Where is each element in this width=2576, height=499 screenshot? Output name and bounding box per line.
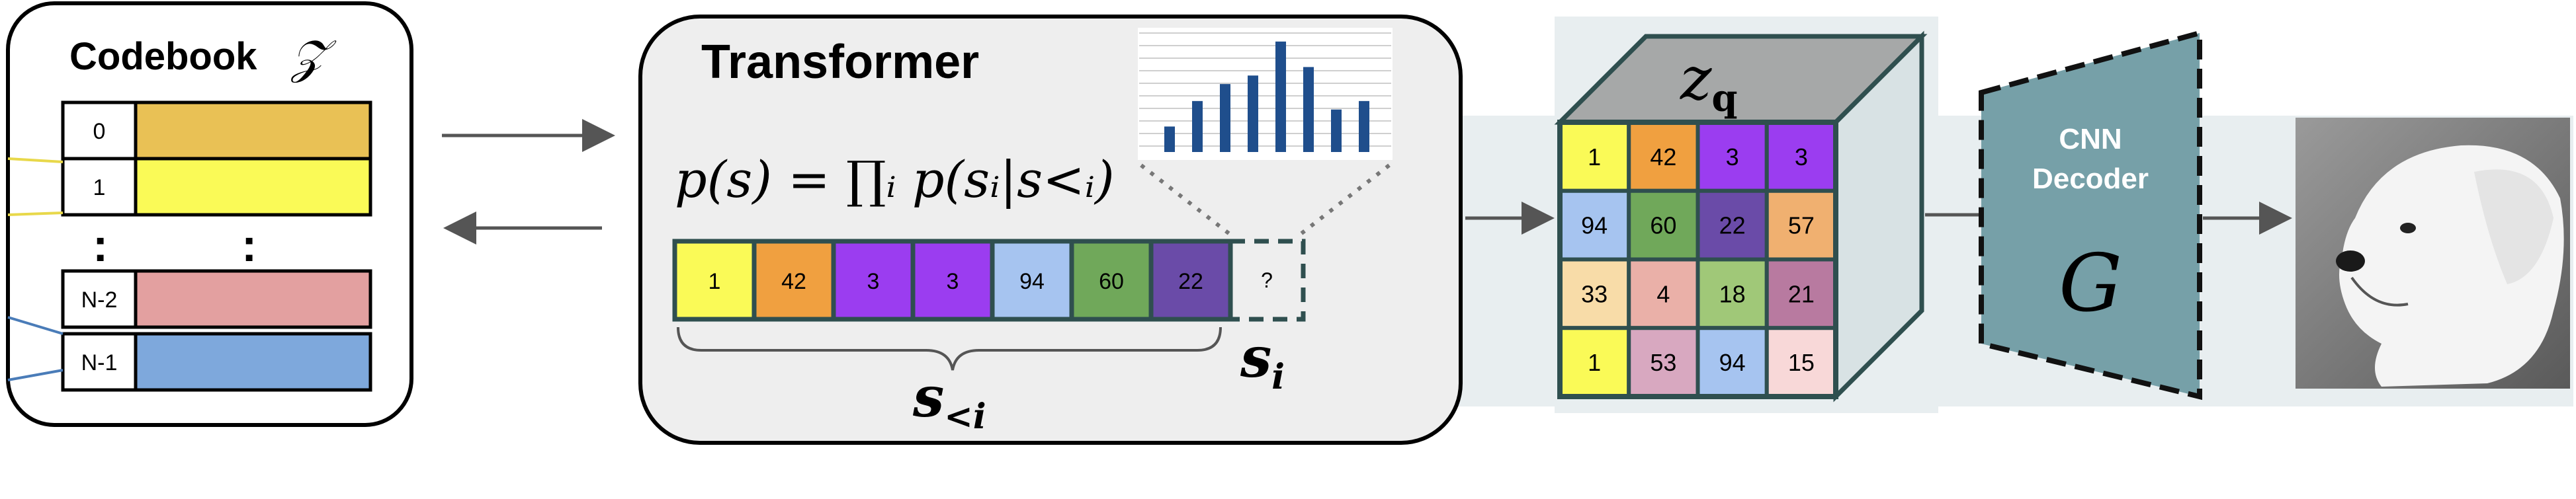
zq-cell-label: 3 [1726, 143, 1739, 171]
codebook-dots-right: : [241, 219, 257, 271]
decoder-shape [1979, 29, 2202, 401]
transformer-formula: p(s) = ∏ᵢ p(sᵢ|s<ᵢ) [675, 150, 1115, 209]
histogram-bar [1303, 67, 1314, 152]
codebook-connector [7, 316, 64, 335]
codebook-vector-cell [134, 269, 372, 329]
zq-cell-label: 94 [1581, 212, 1608, 239]
zq-cell [1627, 120, 1700, 193]
dog-eye [2400, 223, 2416, 233]
sequence-token [1069, 239, 1154, 322]
codebook-vector-cell [134, 332, 372, 392]
sequence-token-label: 3 [947, 269, 959, 294]
histogram-bar [1248, 75, 1258, 152]
dog-nose [2336, 250, 2365, 272]
transformer-title: Transformer [701, 36, 979, 89]
s-i-label: si [1240, 325, 1285, 397]
codebook-index-label: 1 [93, 175, 106, 200]
zq-cell [1627, 326, 1700, 399]
transformer-panel: Transformer p(s) = ∏ᵢ p(sᵢ|s<ᵢ) 1 42 3 3 94 6… [638, 15, 1463, 445]
sequence-token-label: 3 [867, 269, 880, 294]
dog-ear [2474, 169, 2554, 284]
zq-cell-label: 53 [1650, 349, 1676, 376]
sequence-token-label: 22 [1178, 269, 1203, 294]
zq-cell-label: 60 [1650, 212, 1676, 239]
zq-cell-label: 1 [1588, 143, 1601, 171]
codebook-index-cell [61, 100, 138, 161]
codebook-panel: Codebook 𝒵 01N-2N-1 : : [6, 1, 413, 427]
codebook-dots-left: : [93, 219, 108, 271]
zq-cell [1764, 120, 1838, 193]
codebook-index-label: 0 [93, 119, 106, 144]
sequence-token-label: 94 [1019, 269, 1045, 294]
zq-cell-label: 4 [1656, 280, 1670, 307]
zq-cell-label: 94 [1719, 349, 1746, 376]
zq-cell-label: 15 [1788, 349, 1815, 376]
zq-cell-label: 22 [1719, 212, 1746, 239]
codebook-vector-cell [134, 157, 372, 217]
codebook-index-cell [61, 332, 138, 392]
decoder-line1: CNN [2059, 123, 2122, 155]
histogram [1138, 28, 1393, 160]
output-image [2296, 118, 2570, 389]
histogram-bar [1164, 126, 1175, 152]
sequence-token-label: 42 [781, 269, 806, 294]
decoder-symbol: G [2059, 238, 2122, 330]
sequence-brace [677, 326, 1222, 371]
sequence-token-label: 60 [1099, 269, 1124, 294]
zq-cell [1558, 257, 1631, 330]
codebook-connector [7, 157, 64, 163]
zq-cell-label: 57 [1788, 212, 1815, 239]
codebook-index-label: N-1 [81, 350, 118, 375]
zq-cell-label: 42 [1650, 143, 1676, 171]
zq-cell [1764, 188, 1838, 262]
codebook-connector [7, 369, 64, 381]
histogram-bar [1359, 100, 1369, 152]
histogram-bar [1275, 41, 1286, 152]
zq-cell-label: 3 [1795, 143, 1808, 171]
zq-cell-label: 21 [1788, 280, 1815, 307]
zq-cell [1558, 188, 1631, 262]
histogram-background [1138, 28, 1393, 160]
zq-cell-label: 33 [1581, 280, 1608, 307]
codebook-index-cell [61, 157, 138, 217]
codebook-connector [7, 211, 64, 216]
histogram-bar [1331, 109, 1342, 152]
next-token-box [1228, 239, 1306, 322]
histogram-bar [1220, 84, 1230, 152]
zq-cell-label: 1 [1588, 349, 1601, 376]
codebook-index-label: N-2 [81, 288, 118, 313]
sequence-token-label: 1 [708, 269, 721, 294]
cnn-decoder: CNN Decoder G [1979, 29, 2202, 401]
codebook-vector-cell [134, 100, 372, 161]
histogram-bar [1192, 100, 1203, 152]
zq-cell-label: 18 [1719, 280, 1746, 307]
dog-mouth [2350, 276, 2409, 307]
decoder-line2: Decoder [2032, 163, 2149, 195]
cube-front-face [1557, 120, 1838, 399]
next-token-label: ? [1261, 268, 1273, 292]
codebook-title: Codebook [69, 35, 257, 78]
